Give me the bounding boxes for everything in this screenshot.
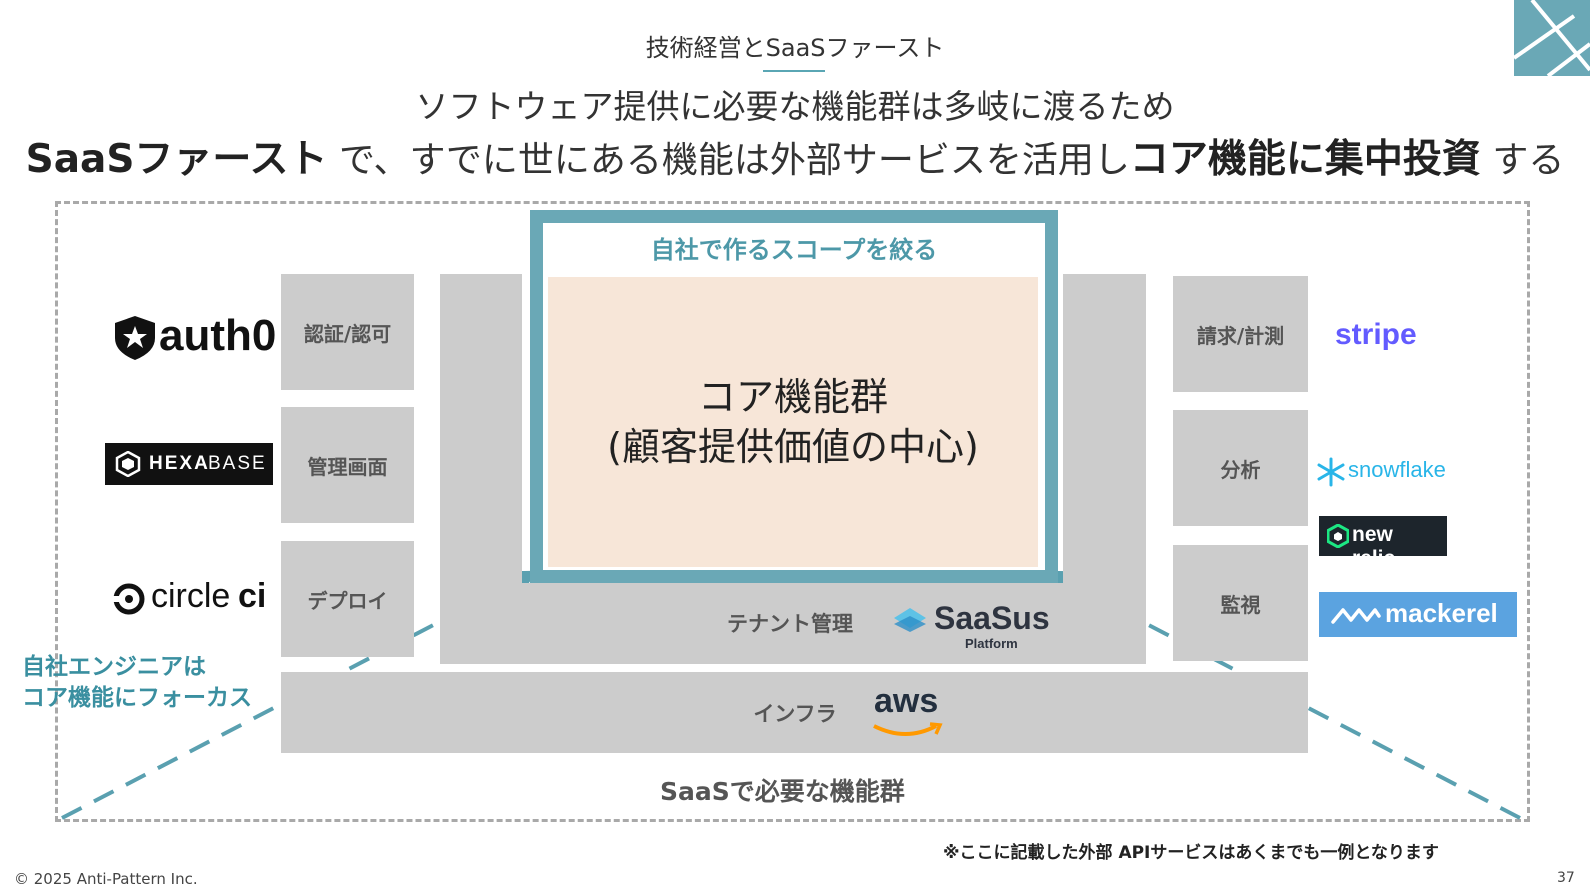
core-subtitle: (顧客提供価値の中心) (607, 425, 979, 469)
core-functions-box: コア機能群 (顧客提供価値の中心) (548, 277, 1038, 567)
circleci-logo: circle ci (113, 577, 281, 621)
corner-decoration-icon (1514, 0, 1590, 76)
aws-wordmark: aws (874, 682, 939, 720)
circleci-wordmark-b: ci (238, 577, 267, 615)
headline-strong-core: コア機能に集中投資 (1129, 137, 1481, 182)
frame-caption: SaaSで必要な機能群 (660, 777, 905, 806)
engineer-focus-note: 自社エンジニアは コア機能にフォーカス (22, 652, 252, 714)
block-deploy: デプロイ (281, 541, 414, 657)
engineer-note-line-2: コア機能にフォーカス (22, 685, 252, 711)
stripe-logo: stripe (1335, 318, 1417, 351)
auth0-shield-icon (115, 316, 155, 360)
kicker-rule (763, 70, 825, 72)
saasus-mark-icon (894, 608, 926, 632)
saasus-sub: Platform (965, 636, 1018, 651)
block-analytics: 分析 (1173, 410, 1308, 526)
engineer-note-line-1: 自社エンジニアは (22, 654, 206, 680)
block-admin-console: 管理画面 (281, 407, 414, 523)
saasus-logo: SaaSus Platform (892, 600, 1062, 654)
headline-strong-saas-first: SaaSファースト (25, 137, 328, 182)
snowflake-logo: snowflake (1316, 455, 1456, 489)
headline-line-1: ソフトウェア提供に必要な機能群は多岐に渡るため (415, 87, 1175, 126)
mackerel-logo: mackerel (1319, 592, 1517, 637)
core-title: コア機能群 (697, 375, 888, 419)
circleci-mark-icon (113, 583, 145, 615)
newrelic-wordmark: new relic. (1352, 523, 1402, 570)
block-billing: 請求/計測 (1173, 276, 1308, 392)
scope-label: 自社で作るスコープを絞る (650, 236, 938, 264)
hexabase-logo: HEXA BASE (105, 443, 273, 485)
circleci-wordmark-a: circle (151, 577, 231, 615)
aws-logo: aws (870, 682, 950, 742)
mackerel-wordmark: mackerel (1385, 598, 1498, 628)
hexabase-wordmark-a: HEXA (149, 453, 210, 474)
auth0-logo: auth0 (113, 312, 281, 366)
saasus-wordmark: SaaSus (934, 600, 1050, 636)
snowflake-wordmark: snowflake (1348, 457, 1446, 482)
copyright: © 2025 Anti-Pattern Inc. (14, 870, 198, 888)
auth0-wordmark: auth0 (159, 311, 277, 360)
headline-tail: する (1492, 140, 1565, 181)
newrelic-mark-icon (1327, 524, 1349, 548)
page-number: 37 (1557, 870, 1575, 886)
snowflake-mark-icon (1317, 457, 1345, 487)
slide-kicker: 技術経営とSaaSファースト (645, 34, 945, 62)
headline-mid: で、すでに世にある機能は外部サービスを活用し (338, 140, 1130, 181)
saas-functions-frame (55, 201, 1530, 822)
hexabase-mark-icon (115, 451, 141, 477)
headline-line-2: SaaSファースト で、すでに世にある機能は外部サービスを活用しコア機能に集中投… (0, 128, 1590, 184)
aws-smile-icon (873, 722, 943, 736)
hexabase-wordmark-b: BASE (208, 453, 267, 474)
block-auth: 認証/認可 (281, 274, 414, 390)
mackerel-wave-icon (1331, 608, 1381, 624)
tenant-label: テナント管理 (727, 612, 853, 636)
disclaimer: ※ここに記載した外部 APIサービスはあくまでも一例となります (943, 843, 1439, 863)
newrelic-logo: new relic. (1319, 516, 1447, 570)
infra-bar (281, 672, 1308, 753)
infra-label: インフラ (753, 702, 837, 726)
tenant-base (440, 583, 1146, 664)
block-monitoring: 監視 (1173, 545, 1308, 661)
